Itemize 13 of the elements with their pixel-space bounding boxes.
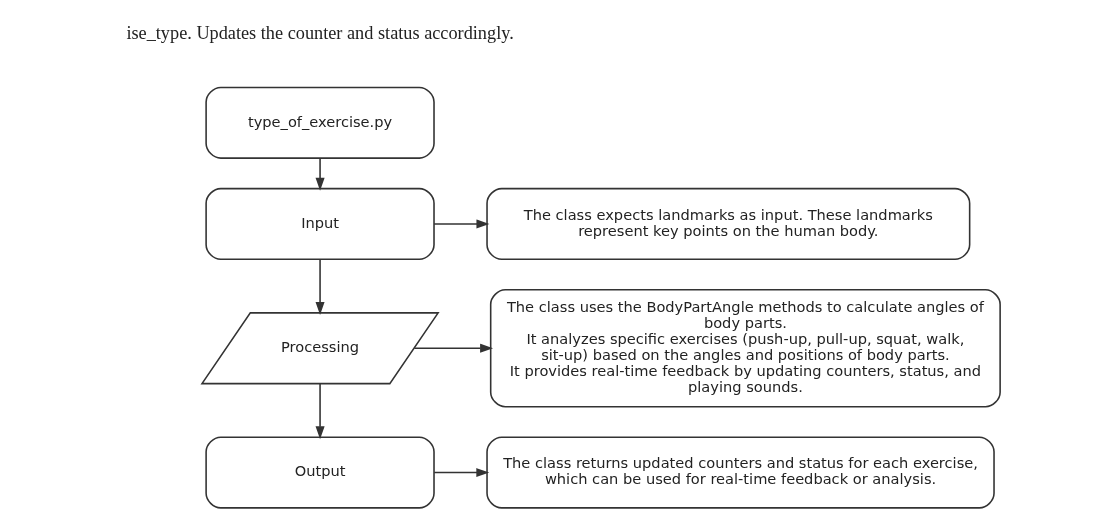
label: ise_type. Updates the counter and status accordingly.: [125, 23, 514, 44]
node-box: Output: [204, 436, 435, 509]
node-box: type_of_exercise.py: [204, 86, 435, 159]
node-box: The class uses the BodyPartAngle methods to calculate angles of body parts. It analyzes specific exercises (push-up, pull-up, squat, walk, sit-up) based on the angles and positions of body parts. It provides real-time feedback by updating counters, status, and playing sounds.: [489, 288, 1001, 408]
node-box: Input: [204, 187, 435, 261]
arrow: [413, 343, 493, 353]
arrow: [432, 468, 489, 478]
node-box: The class returns updated counters and status for each exercise, which can be used for real-time feedback or analysis.: [485, 436, 995, 509]
arrow: [315, 157, 325, 191]
arrow: [315, 258, 325, 315]
arrow: [315, 382, 325, 440]
node-box: The class expects landmarks as input. These landmarks represent key points on the human body.: [485, 187, 970, 261]
arrow: [432, 219, 489, 229]
